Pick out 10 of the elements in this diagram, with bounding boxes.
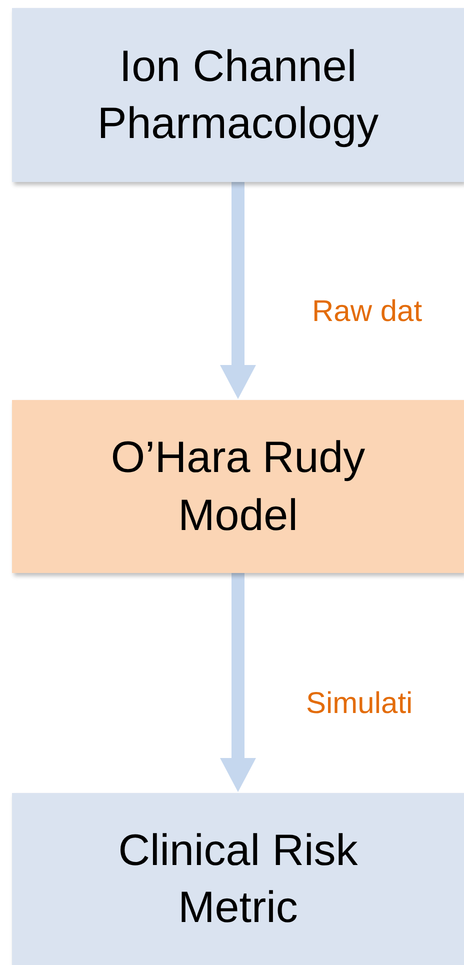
process-box <box>12 8 464 182</box>
edge-label: Raw dat <box>312 295 422 329</box>
box-label: Ion Channel Pharmacology <box>96 40 380 150</box>
box-label: Clinical Risk Metric <box>117 824 359 934</box>
arrow <box>220 182 256 399</box>
process-box <box>12 400 464 573</box>
edge-label: Simulati <box>306 687 413 721</box>
arrow <box>220 573 256 792</box>
process-box <box>12 793 464 965</box>
box-label: O’Hara Rudy Model <box>110 432 366 542</box>
